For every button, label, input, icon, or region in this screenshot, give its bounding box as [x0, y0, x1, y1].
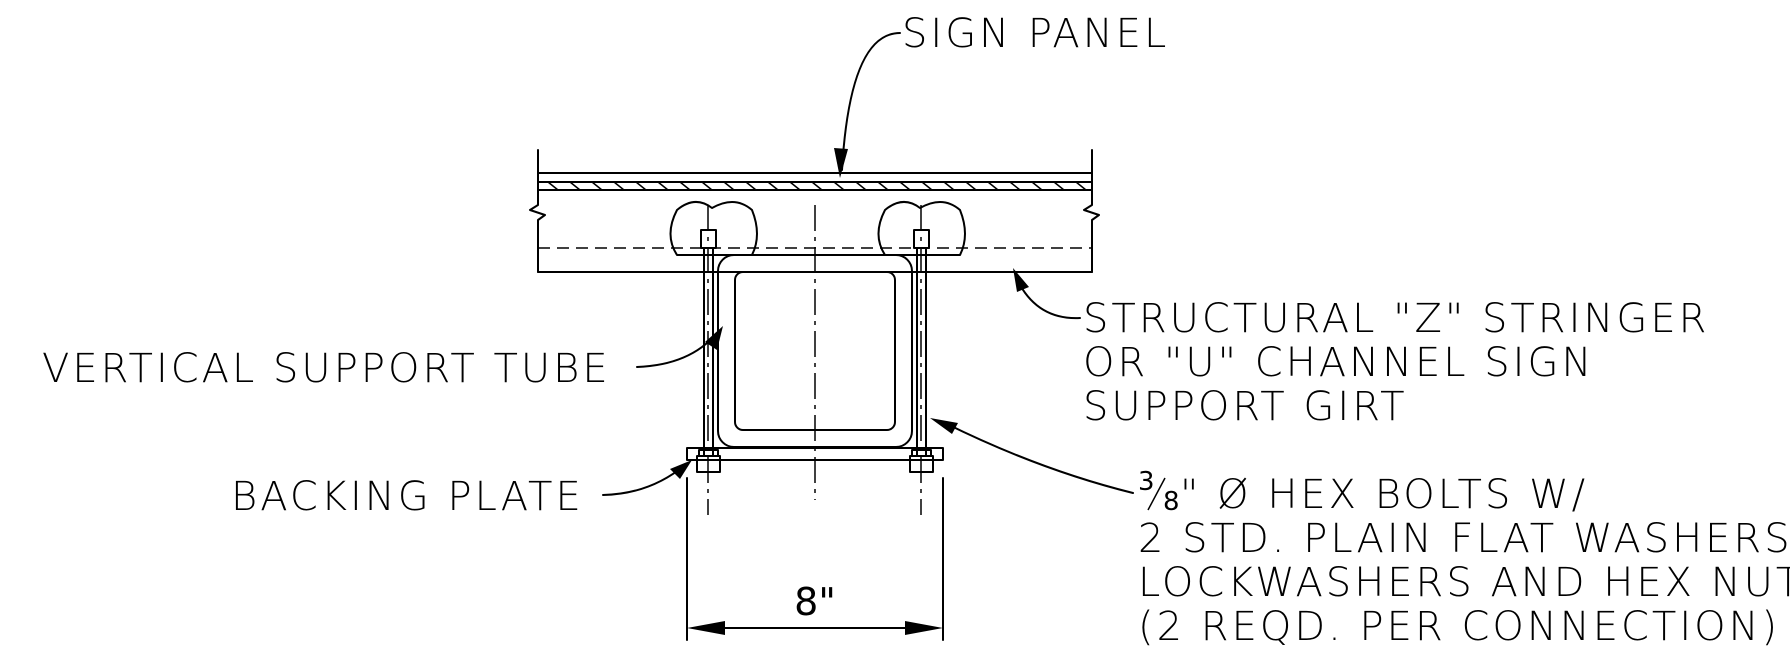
hatch-mark	[1075, 181, 1087, 191]
backing-plate-label: BACKING PLATE	[231, 474, 584, 520]
hatch-mark	[811, 181, 823, 191]
hatch-mark	[569, 181, 581, 191]
hatch-mark	[921, 181, 933, 191]
hatch-mark	[591, 181, 603, 191]
dimension-text: 8"	[794, 580, 836, 624]
bolts-label: 3 8 " Ø HEX BOLTS W/ 2 STD. PLAIN FLAT W…	[1138, 467, 1790, 647]
hatch-mark	[723, 181, 735, 191]
fraction-slash	[1147, 477, 1166, 511]
vertical-support-tube-label: VERTICAL SUPPORT TUBE	[42, 346, 611, 392]
bolts-label-line1: " Ø HEX BOLTS W/	[1180, 472, 1588, 518]
sign-panel-label: SIGN PANEL	[902, 11, 1169, 57]
hatch-mark	[1053, 181, 1065, 191]
stringer-label-line3: SUPPORT GIRT	[1083, 384, 1408, 430]
hatch-mark	[987, 181, 999, 191]
bolt-cutout-left	[669, 201, 758, 256]
hatch-mark	[965, 181, 977, 191]
hatch-mark	[745, 181, 757, 191]
bolts-leader	[944, 422, 1134, 494]
hatch-mark	[877, 181, 889, 191]
hatch-mark	[789, 181, 801, 191]
sign-panel-leader	[841, 32, 901, 171]
stringer-label-line1: STRUCTURAL "Z" STRINGER	[1083, 296, 1709, 342]
dimension-8-inch: 8"	[686, 477, 944, 641]
hatch-mark	[701, 181, 713, 191]
hatch-mark	[679, 181, 691, 191]
bolts-label-line4: (2 REQD. PER CONNECTION)	[1138, 604, 1780, 647]
bolt-cutout-right	[877, 201, 966, 256]
hex-bolt-left	[696, 205, 721, 515]
hatch-mark	[613, 181, 625, 191]
stringer-label-line2: OR "U" CHANNEL SIGN	[1083, 340, 1594, 386]
hatch-mark	[657, 181, 669, 191]
hatch-mark	[1031, 181, 1043, 191]
backing-plate	[686, 447, 944, 461]
bolts-label-line3: LOCKWASHERS AND HEX NUT	[1138, 560, 1790, 606]
bolt-fraction-denominator: 8	[1163, 487, 1180, 517]
stringer-leader	[1019, 284, 1081, 320]
bolts-label-line2: 2 STD. PLAIN FLAT WASHERS,	[1138, 516, 1790, 562]
hatch-mark	[635, 181, 647, 191]
sign-panel	[537, 172, 1093, 191]
sign-panel-hatch	[547, 181, 1087, 191]
hatch-mark	[899, 181, 911, 191]
hatch-mark	[833, 181, 845, 191]
hatch-mark	[547, 181, 559, 191]
bolt-fraction-numerator: 3	[1138, 467, 1155, 497]
hatch-mark	[855, 181, 867, 191]
hatch-mark	[767, 181, 779, 191]
hex-bolt-right	[909, 205, 934, 515]
hatch-mark	[943, 181, 955, 191]
hatch-mark	[1009, 181, 1021, 191]
